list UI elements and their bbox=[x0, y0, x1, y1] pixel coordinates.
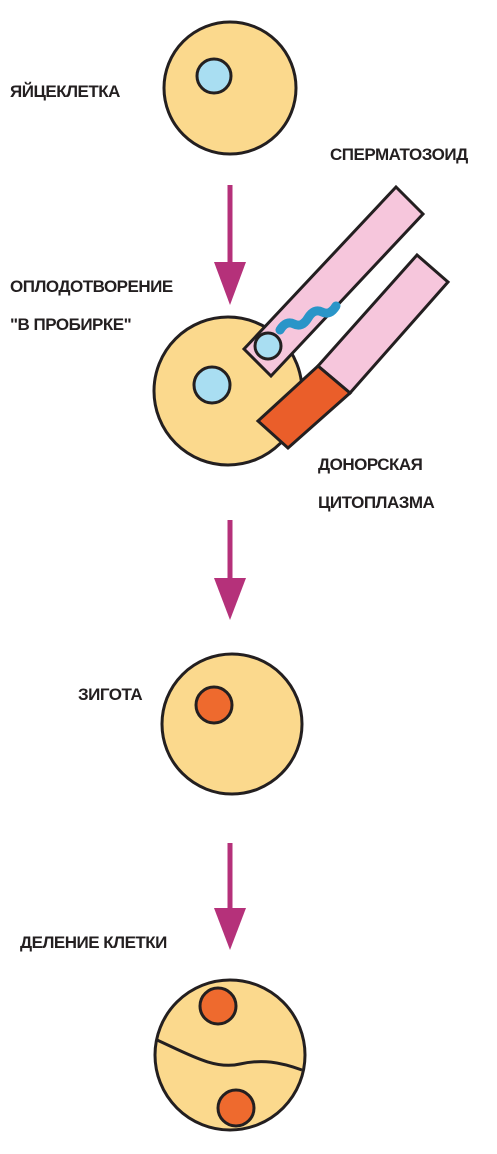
arrow-3 bbox=[214, 843, 246, 950]
dividing-cell bbox=[155, 980, 305, 1130]
zygote-nucleus bbox=[196, 687, 232, 723]
zygote bbox=[162, 654, 302, 794]
sperm-head bbox=[255, 333, 281, 359]
egg-nucleus bbox=[197, 59, 231, 93]
daughter-nucleus-bottom bbox=[218, 1090, 254, 1126]
sperm-label: СПЕРМАТОЗОИД bbox=[330, 145, 468, 164]
ivf-label-line1: ОПЛОДОТВОРЕНИЕ bbox=[10, 277, 173, 296]
arrow-2 bbox=[214, 520, 246, 620]
egg-cell bbox=[164, 22, 296, 154]
fertilised-egg-nucleus bbox=[194, 367, 230, 403]
division-label: ДЕЛЕНИЕ КЛЕТКИ bbox=[20, 933, 167, 952]
zygote-label: ЗИГОТА bbox=[78, 685, 142, 704]
daughter-nucleus-top bbox=[200, 988, 236, 1024]
donor-label-line1: ДОНОРСКАЯ bbox=[318, 455, 423, 474]
zygote-body bbox=[162, 654, 302, 794]
egg-cell-body bbox=[164, 22, 296, 154]
ivf-label-line2: "В ПРОБИРКЕ" bbox=[10, 315, 131, 334]
donor-label-line2: ЦИТОПЛАЗМА bbox=[318, 493, 435, 512]
egg-label: ЯЙЦЕКЛЕТКА bbox=[10, 82, 120, 101]
arrow-1 bbox=[214, 185, 246, 305]
